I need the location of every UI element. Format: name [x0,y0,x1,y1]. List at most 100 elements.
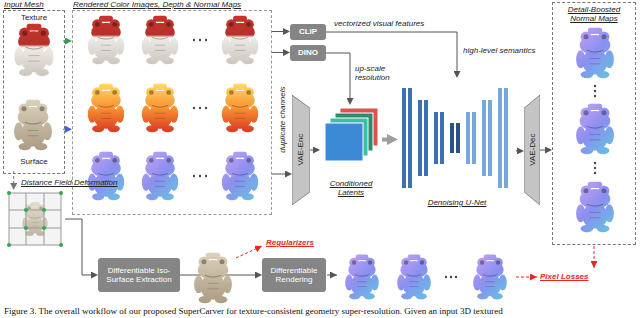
boosted-normals [594,90,596,92]
note-label: duplicate channels [277,87,286,153]
deformation-grid [7,191,11,195]
depth-renders [222,84,258,133]
vae-encoder: VAE-Enc [292,95,310,205]
boosted-normals [576,104,614,154]
surface-mesh [14,100,52,150]
encoder-box: CLIP [290,24,326,40]
color-renders [193,39,195,41]
depth-renders [88,84,124,133]
node-label: Surface [5,157,63,166]
edge-label: up-scale resolution [354,64,396,82]
rendered-normals [397,255,431,300]
process-box: Differentiable Rendering [262,258,326,292]
depth-renders [193,107,195,109]
rendered-normals [445,276,447,278]
color-renders [222,16,258,65]
depth-renders [205,107,207,109]
boosted-normals [594,167,596,169]
note-label: Regularizers [266,238,314,247]
flow-arrow [272,31,283,32]
unet-bars [472,112,476,164]
unet-block: Denoising U-Net [398,78,516,213]
rendered-normals [450,276,452,278]
node-label: VAE-Enc [296,134,305,166]
deformation-grid [9,193,61,245]
trapezoid-outline [524,95,540,205]
node-label: Texture [5,13,63,22]
latent-squares [325,108,378,161]
render-arrow [327,275,337,276]
unet-bars [482,100,486,176]
process-box: Differentiable Iso-Surface Extraction [98,258,180,292]
node-label: VAE-Dec [527,134,536,166]
deformed-mesh [194,253,232,303]
boosted-normals [576,28,614,78]
loss-arrows [516,277,537,278]
note-label: vectorized visual features [334,19,424,28]
flow-arrow [272,174,285,175]
deformation-grid [24,208,28,212]
node-label: Denoising U-Net [398,198,516,207]
texture-view: Texture [5,13,63,93]
unet-bars [408,88,412,188]
deformation-grid [59,243,63,247]
textured-mesh [14,24,53,76]
flow-arrow [65,219,91,275]
color-renders [142,16,178,65]
unet-bars [488,100,492,176]
unet-bars [466,112,470,164]
loss-arrows [594,246,595,268]
node-label: Conditioned Latents [320,179,382,197]
output-panel: Detail-Boosted Normal Maps [552,2,636,245]
unet-bars [450,123,454,153]
normal-renders [222,152,258,201]
deformation-grid [42,226,46,230]
unet-bars [504,88,508,188]
surface-view: Surface [5,95,63,171]
flow-arrow [310,150,313,151]
node-label: Rendered Color Images, Depth & Normal Ma… [73,0,241,9]
surface-mesh [14,100,52,150]
color-renders [205,39,207,41]
node-label: CLIP [293,27,323,36]
node-label: Differentiable Rendering [265,266,323,284]
unet-bars [498,88,502,188]
unet-bars [456,123,460,153]
node-label: Input Mesh [4,0,44,9]
deformation-grid [42,208,46,212]
regularizer-arrow [236,246,262,258]
depth-renders [199,107,201,109]
unet-bars [402,88,508,188]
boosted-normals [576,28,614,232]
node-label: Distance Field Deformation [21,178,117,187]
normal-renders [193,175,195,177]
flow-arrow [272,52,283,53]
note-label: Pixel Losses [540,272,588,281]
boosted-normals [594,172,596,174]
render-arrow [327,275,337,276]
boosted-normals [576,182,614,232]
normal-renders [205,175,207,177]
boosted-normals [594,162,596,164]
figure-caption: Figure 3. The overall workflow of our pr… [4,306,503,316]
deformation-grid [7,191,63,247]
node-label: Differentiable Iso-Surface Extraction [101,266,177,284]
latent-squares [325,123,363,161]
node-label: DINO [293,48,323,57]
normal-renders [199,175,201,177]
unet-bars [440,112,444,164]
flow-arrow [382,138,387,142]
textured-mesh [14,24,53,76]
depth-renders [88,84,258,133]
edge-label: high-level semantics [462,46,536,55]
rendered-normals [473,255,507,300]
normal-renders [88,152,124,201]
normal-renders [142,152,178,201]
deformation-grid [9,193,61,245]
depth-renders [142,84,178,133]
deformed-mesh [194,253,232,303]
flow-arrow [13,171,14,183]
boosted-normals [594,95,596,97]
